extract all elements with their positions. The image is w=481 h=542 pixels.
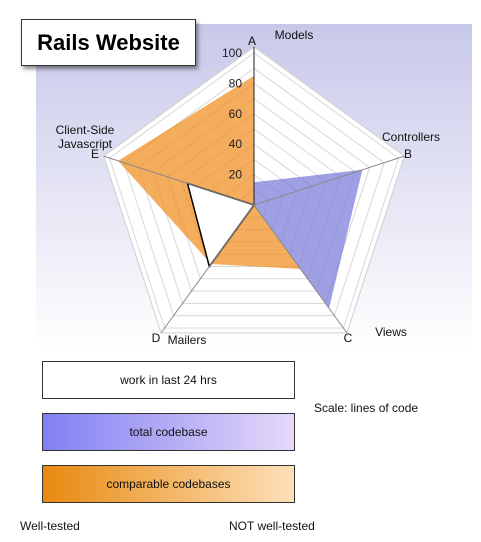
not-well-tested-label: NOT well-tested	[229, 519, 315, 533]
tick-label: 20	[229, 168, 243, 182]
axis-label-b: Controllers	[382, 130, 440, 144]
tick-label: 100	[222, 46, 242, 60]
legend-work-last-24hrs: work in last 24 hrs	[42, 361, 295, 399]
axis-label-a: Models	[275, 28, 314, 42]
tick-label: 80	[229, 76, 243, 90]
well-tested-label: Well-tested	[20, 519, 80, 533]
axis-spoke-d	[160, 204, 255, 334]
axis-letter-e: E	[91, 147, 99, 161]
legend-total-codebase: total codebase	[42, 413, 295, 451]
axis-letter-b: B	[404, 147, 412, 161]
series-polygon-total-codebase	[254, 169, 363, 309]
axis-spoke-b	[253, 155, 405, 206]
axis-letter-a: A	[248, 34, 256, 48]
chart-title-box: Rails Website	[21, 19, 196, 66]
legend-label-work: work in last 24 hrs	[120, 373, 217, 387]
scale-note: Scale: lines of code	[314, 401, 419, 415]
chart-title: Rails Website	[37, 29, 180, 55]
radar-grid-ring	[108, 52, 400, 329]
tick-label: 40	[229, 137, 243, 151]
axis-letter-d: D	[152, 331, 161, 345]
series-polygon-comparable-codebases	[118, 75, 301, 269]
axis-spoke-c	[253, 204, 348, 334]
axis-letter-c: C	[344, 331, 353, 345]
legend-label-comparable: comparable codebases	[106, 477, 231, 491]
axis-label-d: Mailers	[168, 333, 207, 347]
tick-label: 60	[229, 107, 243, 121]
legend-label-total: total codebase	[129, 425, 208, 439]
axis-spoke-e	[103, 155, 255, 206]
axis-label-c: Views	[375, 325, 407, 339]
legend-comparable-codebases: comparable codebases	[42, 465, 295, 503]
